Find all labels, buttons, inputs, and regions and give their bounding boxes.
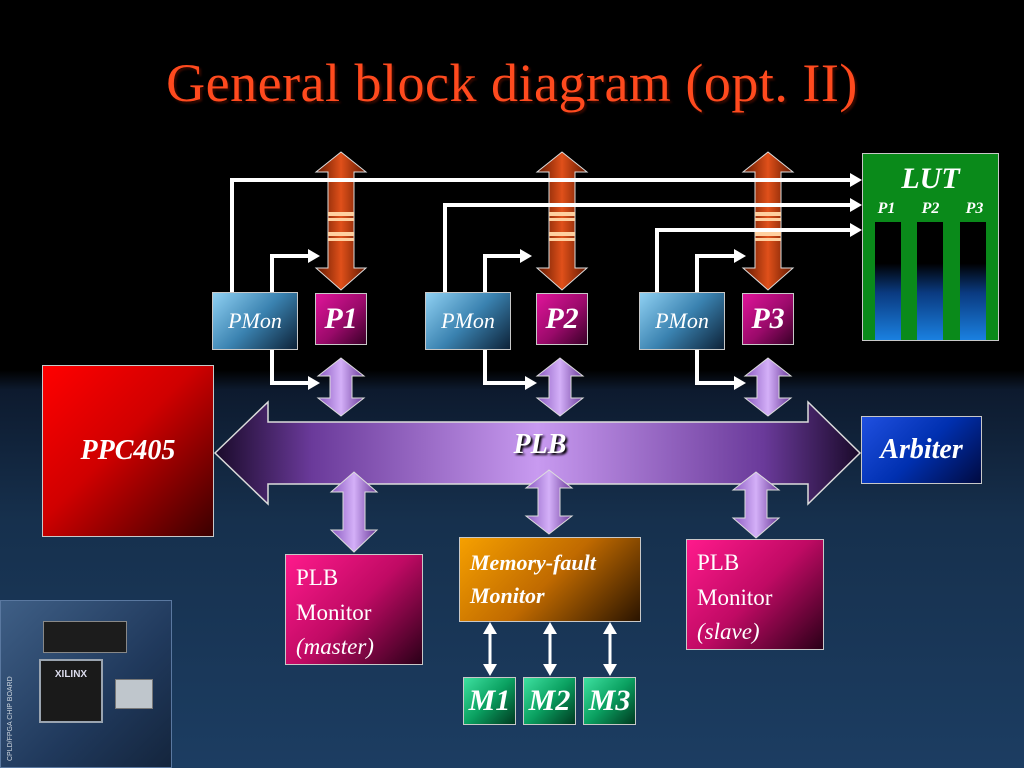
processor-p3-box: P3 — [742, 293, 794, 345]
pmon2-bus-line — [483, 350, 525, 385]
lut-col-p3: P3 — [965, 200, 984, 217]
plb-label: PLB — [513, 429, 567, 460]
connector-lines — [230, 178, 850, 385]
plb-bus-arrow — [213, 400, 862, 506]
processor-bus-arrows — [316, 357, 793, 417]
arbiter-box: Arbiter — [861, 416, 982, 484]
memfault-line2: Monitor — [470, 583, 545, 608]
pmon3-bus-line — [695, 350, 734, 385]
slave-monitor-line3: (slave) — [697, 619, 760, 644]
page-title: General block diagram (opt. II) — [166, 53, 858, 113]
lut-columns: P1 P2 P3 — [867, 200, 995, 218]
pmon-1-box: PMon — [212, 292, 298, 350]
pmon3-p3-line — [695, 254, 734, 292]
pmon3-lut-line — [655, 228, 850, 292]
p2-io-arrow — [535, 151, 589, 291]
board-oscillator — [115, 679, 153, 709]
xilinx-chip: XILINX — [39, 659, 103, 723]
lut-bar-p3 — [960, 222, 986, 340]
master-monitor-line3: (master) — [296, 634, 374, 659]
memfault-monitor-arrow — [524, 469, 574, 535]
slave-monitor-arrow — [731, 471, 781, 539]
lut-col-p2: P2 — [921, 200, 940, 217]
p3-plb-arrow — [743, 357, 793, 417]
processor-p1-box: P1 — [315, 293, 367, 345]
board-label: CPLD/FPGA CHIP BOARD — [7, 676, 14, 761]
pmon-3-box: PMon — [639, 292, 725, 350]
memory-arrows — [483, 622, 617, 676]
memory-fault-monitor-box: Memory-fault Monitor — [459, 537, 641, 622]
p1-plb-arrow — [316, 357, 366, 417]
pmon1-lut-line — [230, 178, 850, 292]
slave-monitor-line1: PLB — [697, 550, 740, 575]
master-monitor-line2: Monitor — [296, 599, 372, 625]
master-monitor-arrow — [329, 471, 379, 553]
lut-title: LUT — [901, 162, 960, 195]
pmon-2-box: PMon — [425, 292, 511, 350]
pmon2-p2-line — [483, 254, 520, 292]
p2-plb-arrow — [535, 357, 585, 417]
monitor-bus-arrows — [329, 469, 781, 553]
lut-bar-p2 — [917, 222, 943, 340]
pmon2-lut-line — [443, 203, 850, 292]
lut-bar-p1 — [875, 222, 901, 340]
master-monitor-line1: PLB — [296, 565, 339, 590]
processor-p2-box: P2 — [536, 293, 588, 345]
memfault-line1: Memory-fault — [470, 550, 596, 575]
memory-m1-box: M1 — [463, 677, 516, 725]
fpga-board-photo: XILINX CPLD/FPGA CHIP BOARD — [0, 600, 172, 768]
board-socket — [43, 621, 127, 653]
pmon1-bus-line — [270, 350, 308, 385]
pmon1-p1-line — [270, 254, 308, 292]
plb-monitor-master-box: PLB Monitor (master) — [285, 554, 423, 665]
ppc405-box: PPC405 — [42, 365, 214, 537]
memory-m3-box: M3 — [583, 677, 636, 725]
external-io-arrows — [314, 151, 795, 291]
connector-arrowheads — [308, 173, 862, 390]
plb-monitor-slave-box: PLB Monitor (slave) — [686, 539, 824, 650]
slave-monitor-line2: Monitor — [697, 584, 773, 610]
memory-m2-box: M2 — [523, 677, 576, 725]
p3-io-arrow — [741, 151, 795, 291]
p1-io-arrow — [314, 151, 368, 291]
lut-col-p1: P1 — [877, 200, 896, 217]
